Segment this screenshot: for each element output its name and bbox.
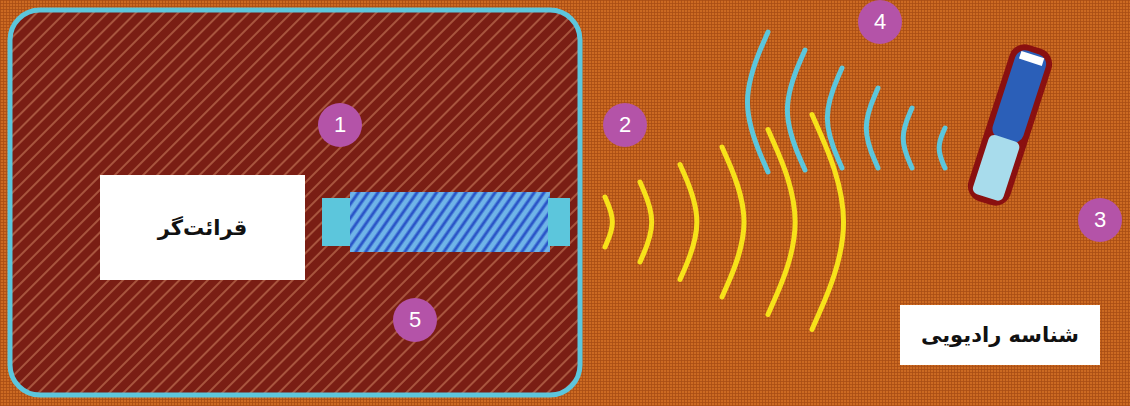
callout-number: 4 [874, 9, 886, 35]
reader-box: قرائت‌گر [100, 175, 305, 280]
reader-wave [768, 130, 795, 315]
callout-number: 1 [334, 112, 346, 138]
reader-wave [605, 197, 612, 247]
tag-wave [827, 68, 842, 168]
reader-wave [680, 165, 697, 280]
tag-wave [939, 128, 945, 168]
tag-wave [903, 108, 912, 168]
callout-circle: 4 [858, 0, 902, 44]
rfid-tag [964, 40, 1057, 210]
callout-number: 5 [409, 307, 421, 333]
node-label: قرائت‌گر [158, 216, 247, 240]
reader-wave [722, 147, 744, 297]
tag-wave [866, 88, 878, 168]
tag-label-box: شناسه رادیویی [900, 305, 1100, 365]
callout-circle: 3 [1078, 198, 1122, 242]
radio-waves [605, 32, 945, 330]
callout-number: 3 [1094, 207, 1106, 233]
callout-circle: 2 [603, 103, 647, 147]
antenna-cap [548, 198, 570, 246]
antenna-coil [350, 192, 550, 252]
reader-housing [10, 10, 580, 395]
callout-number: 2 [619, 112, 631, 138]
reader-wave [640, 182, 652, 262]
callout-circle: 5 [393, 298, 437, 342]
reader-wave [812, 115, 844, 330]
callout-circle: 1 [318, 103, 362, 147]
tag-wave [787, 50, 805, 170]
tag-wave [747, 32, 768, 172]
node-label: شناسه رادیویی [921, 323, 1079, 347]
